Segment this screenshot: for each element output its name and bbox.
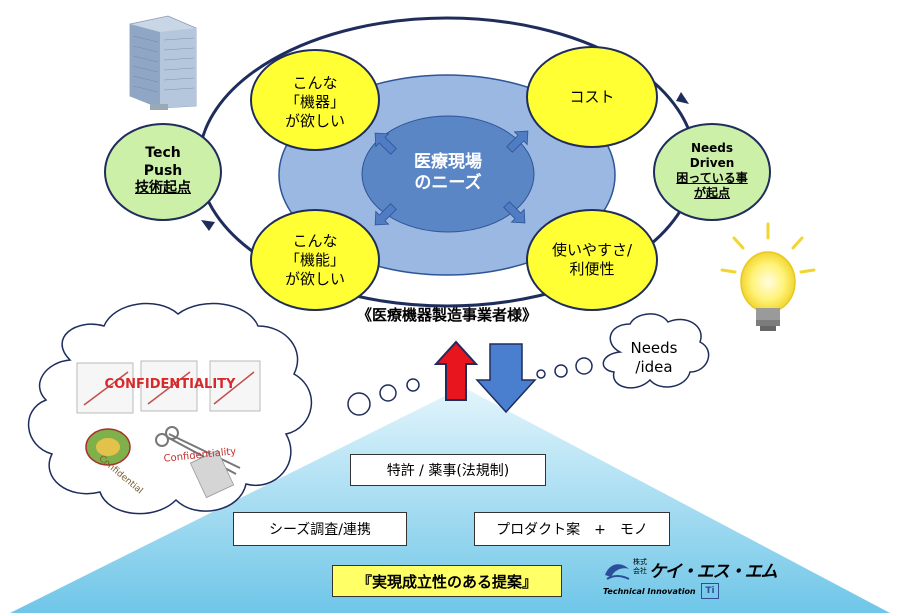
tech-push-line1: Tech: [145, 145, 181, 161]
needs-driven-line3: 困っている事: [676, 171, 748, 185]
bubble-kiki-label: こんな 「機器」 が欲しい: [265, 74, 365, 130]
bubble-kinou-line3: が欲しい: [284, 269, 345, 288]
right-thought-cloud: [536, 313, 710, 389]
up-arrow-red: [433, 340, 479, 401]
product-box: プロダクト案 + モノ: [474, 512, 670, 546]
tech-push-ellipse: [104, 123, 222, 221]
needs-driven-label: Needs Driven 困っている事 が起点: [662, 141, 762, 201]
bubble-kinou-label: こんな 「機能」 が欲しい: [265, 232, 365, 288]
company-logo-tagline: Technical Innovation: [603, 587, 696, 596]
bubble-usability-line1: 使いやすさ/: [551, 241, 633, 259]
needs-driven-ellipse: [653, 123, 771, 221]
needs-driven-line4: が起点: [693, 186, 730, 200]
proposal-box: 『実現成立性のある提案』: [332, 565, 562, 597]
bubble-kiki-line1: こんな: [292, 74, 338, 92]
bubble-kiki: [250, 49, 380, 151]
company-logo-name: ケイ・エス・エム: [649, 562, 778, 582]
bubble-kinou-line1: こんな: [292, 232, 338, 250]
core-to-bubble-arrows: [374, 130, 529, 226]
center-line2: のニーズ: [414, 173, 482, 194]
confidential-doc-illustration: [76, 360, 261, 499]
company-logo-emblem: [605, 564, 630, 580]
confidentiality-text: CONFIDENTIALITY: [104, 377, 236, 392]
tech-push-line2: Push: [143, 162, 183, 179]
bubble-kinou: [250, 209, 380, 311]
bubble-usability-line2: 利便性: [569, 259, 615, 278]
light-bulb-illustration: [720, 222, 816, 331]
company-logo: 株式 会社 ケイ・エス・エム Technical Innovation Ti: [603, 557, 791, 603]
building-illustration: [129, 15, 197, 110]
cycle-arrowhead-left: [201, 220, 215, 231]
patent-box: 特許 / 薬事(法規制): [350, 454, 546, 486]
bubble-usability-label: 使いやすさ/ 利便性: [542, 241, 642, 279]
bubble-cost: [526, 46, 658, 148]
center-line1: 医療現場: [414, 152, 482, 172]
bubble-cost-text: コスト: [569, 88, 615, 106]
right-cloud-line2: /idea: [635, 357, 673, 376]
company-logo-kabushiki: 株式: [633, 558, 647, 566]
tech-push-label: Tech Push 技術起点: [113, 145, 213, 198]
bubble-cost-label: コスト: [542, 88, 642, 107]
right-cloud-label: Needs /idea: [614, 339, 694, 377]
bubble-usability: [526, 209, 658, 311]
right-cloud-line1: Needs: [630, 339, 678, 357]
bubble-kiki-line2: 「機器」: [284, 92, 345, 111]
company-logo-kaisha: 会社: [633, 567, 647, 575]
center-needs-label: 医療現場 のニーズ: [398, 152, 498, 195]
tech-push-line3: 技術起点: [135, 180, 191, 196]
manufacturer-label: 《医療機器製造事業者様》: [356, 306, 537, 324]
seeds-box: シーズ調査/連携: [233, 512, 407, 546]
pyramid-background: [10, 387, 890, 613]
cycle-arrowhead-right: [676, 92, 689, 104]
bubble-kiki-line3: が欲しい: [284, 111, 345, 130]
down-arrow-blue: [475, 343, 537, 414]
bubble-kinou-line2: 「機能」: [284, 250, 345, 269]
needs-driven-line1: Needs: [690, 141, 734, 155]
needs-core-ellipse: [361, 115, 535, 233]
company-logo-mark: Ti: [701, 583, 719, 599]
needs-driven-line2: Driven: [689, 156, 735, 170]
